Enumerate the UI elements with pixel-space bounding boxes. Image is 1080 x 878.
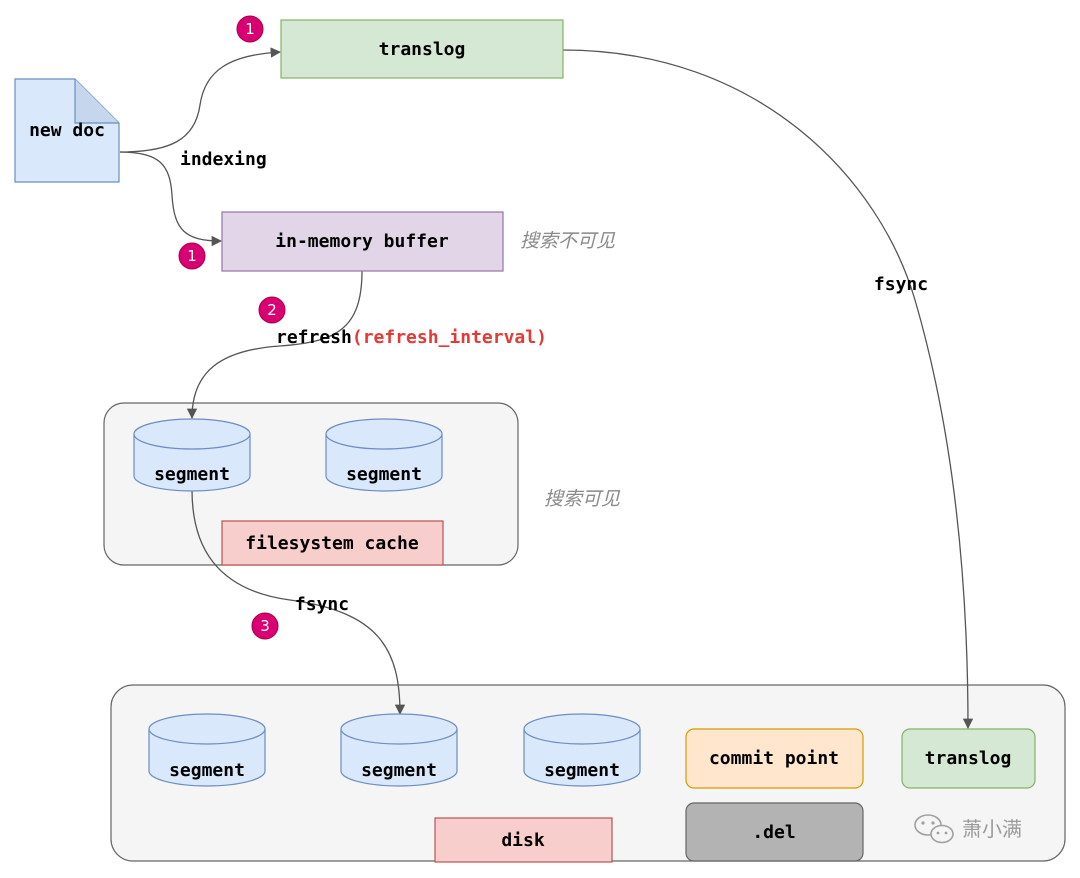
in-memory-buffer-node: in-memory buffer [221, 211, 504, 272]
edge-indexing-translog [119, 47, 282, 153]
new-doc-label: new doc [29, 120, 105, 141]
fsync-translog-label: fsync [874, 274, 928, 295]
fsync-cache-label: fsync [295, 594, 349, 615]
commit-point-node: commit point [685, 728, 864, 789]
svg-text:2: 2 [267, 301, 277, 319]
in-memory-buffer-label: in-memory buffer [275, 231, 449, 252]
disk-segment-3-label: segment [544, 760, 620, 781]
refresh-label: refresh [276, 327, 352, 348]
edge-fsync-cache [191, 489, 406, 716]
cache-segment-1-label: segment [154, 464, 230, 485]
watermark: 萧小满 [914, 814, 1022, 844]
not-searchable-note: 搜索不可见 [520, 230, 616, 252]
edge-indexing-buffer [119, 151, 223, 247]
new-doc-node: new doc [14, 78, 120, 183]
del-node: .del [685, 802, 864, 862]
step-badge-1-translog: 1 [236, 15, 264, 43]
searchable-note: 搜索可见 [544, 488, 621, 510]
wechat-icon [914, 814, 954, 844]
cache-segment-2: segment [325, 418, 443, 492]
svg-text:1: 1 [187, 247, 197, 265]
edge-fsync-translog [562, 49, 974, 730]
svg-text:3: 3 [260, 617, 270, 635]
disk-label: disk [501, 830, 545, 851]
disk-segment-2-label: segment [361, 760, 437, 781]
disk-segment-1: segment [148, 713, 266, 787]
filesystem-cache-node: filesystem cache [221, 520, 444, 566]
commit-point-label: commit point [709, 748, 839, 769]
translog-node: translog [280, 19, 564, 79]
cache-segment-1: segment [133, 418, 251, 492]
disk-segment-2: segment [340, 713, 458, 787]
translog-disk-node: translog [901, 728, 1036, 789]
refresh-label-line: refresh(refresh_interval) [276, 327, 547, 348]
indexing-label: indexing [180, 149, 267, 170]
refresh-interval-label: (refresh_interval) [352, 327, 547, 348]
translog-label: translog [379, 39, 466, 60]
step-badge-1-buffer: 1 [178, 242, 206, 270]
cache-segment-2-label: segment [346, 464, 422, 485]
disk-node: disk [434, 817, 613, 863]
step-badge-3: 3 [251, 612, 279, 640]
edge-refresh [186, 270, 363, 420]
step-badge-2: 2 [258, 296, 286, 324]
svg-text:1: 1 [245, 20, 255, 38]
del-label: .del [752, 822, 795, 843]
watermark-text: 萧小满 [962, 817, 1022, 841]
disk-segment-1-label: segment [169, 760, 245, 781]
translog-disk-label: translog [925, 748, 1012, 769]
filesystem-cache-label: filesystem cache [245, 533, 419, 554]
disk-segment-3: segment [523, 713, 641, 787]
